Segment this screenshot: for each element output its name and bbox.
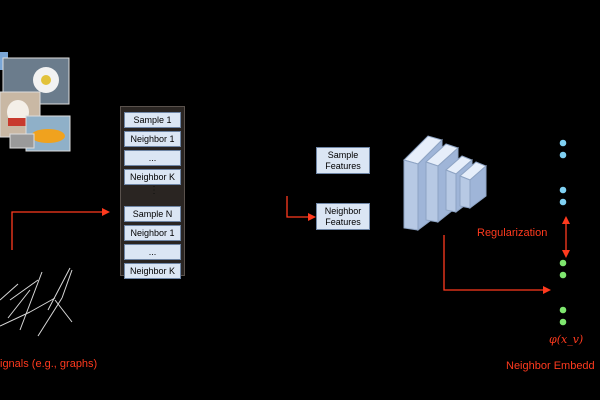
stack-item-sample-1: Sample 1 — [124, 112, 181, 128]
stack-item-ellipsis-b: ... — [124, 244, 181, 260]
stack-item-neighbor-kb: Neighbor K — [124, 263, 181, 279]
phi-label: φ(x_v) — [549, 333, 584, 346]
stack-item-neighbor-1b: Neighbor 1 — [124, 225, 181, 241]
sample-neighbor-stack: Sample 1 Neighbor 1 ... Neighbor K ⋮ Sam… — [120, 106, 185, 279]
embedding-label: Neighbor Embedd — [506, 360, 595, 372]
neighbor-features-box: Neighbor Features — [316, 203, 370, 230]
signals-label: ignals (e.g., graphs) — [0, 358, 98, 370]
cnn-icon — [403, 135, 487, 231]
stack-item-neighbor-1: Neighbor 1 — [124, 131, 181, 147]
arrow-heads — [102, 208, 570, 294]
flow-arrows — [11, 196, 567, 291]
stack-item-neighbor-k: Neighbor K — [124, 169, 181, 185]
graph-lines — [0, 267, 73, 337]
image-collage — [0, 52, 71, 152]
stack-item-sample-n: Sample N — [124, 206, 181, 222]
vertical-ellipsis-icon: ⋮ — [149, 185, 159, 196]
regularization-label: Regularization — [477, 227, 548, 239]
sample-features-box: Sample Features — [316, 147, 370, 174]
stack-item-ellipsis: ... — [124, 150, 181, 166]
embedding-dots — [559, 139, 567, 326]
